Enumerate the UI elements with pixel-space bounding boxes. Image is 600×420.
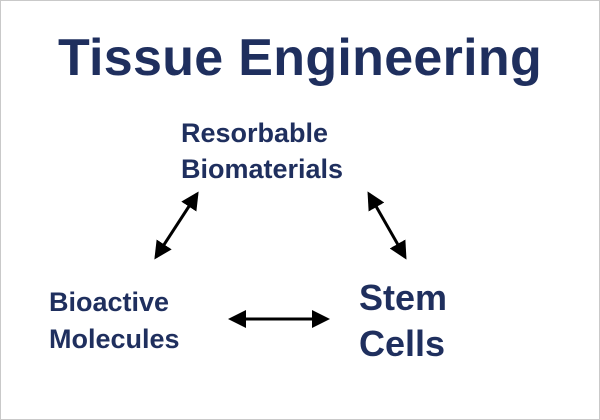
node-right-line1: Stem: [359, 277, 448, 318]
node-stem-cells: Stem Cells: [359, 275, 447, 367]
node-top-line1: Resorbable: [181, 118, 329, 148]
arrow-biomaterials-to-stem-cells: [367, 191, 407, 260]
node-right-line2: Cells: [359, 323, 446, 364]
arrow-biomaterials-to-molecules: [154, 191, 199, 260]
node-resorbable-biomaterials: Resorbable Biomaterials: [181, 115, 343, 187]
node-left-line1: Bioactive: [49, 287, 170, 317]
node-top-line2: Biomaterials: [181, 154, 344, 184]
slide-title: Tissue Engineering: [57, 29, 543, 87]
node-bioactive-molecules: Bioactive Molecules: [49, 284, 180, 358]
node-left-line2: Molecules: [49, 324, 180, 354]
